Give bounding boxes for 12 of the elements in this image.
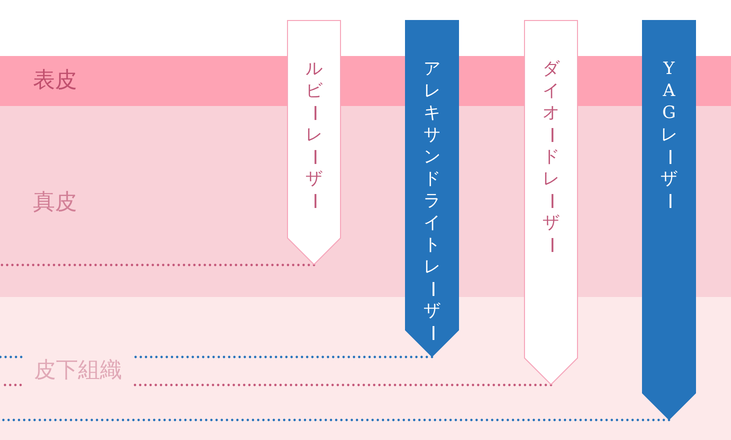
- layer-label: 表皮: [33, 67, 77, 95]
- dotted-depth-line: [0, 264, 316, 266]
- laser-name: ルビーレーザー: [303, 58, 325, 212]
- dotted-depth-line: [0, 418, 670, 422]
- laser-name: ダイオードレーザー: [540, 58, 562, 256]
- laser-name: YAGレーザー: [658, 58, 680, 212]
- laser-banner: [642, 20, 696, 420]
- laser-banner: [524, 20, 578, 385]
- laser-banner: [287, 20, 341, 265]
- laser-banner: [405, 20, 459, 357]
- layer-label: 真皮: [33, 189, 77, 217]
- laser-name: アレキサンドライトレーザー: [421, 58, 443, 344]
